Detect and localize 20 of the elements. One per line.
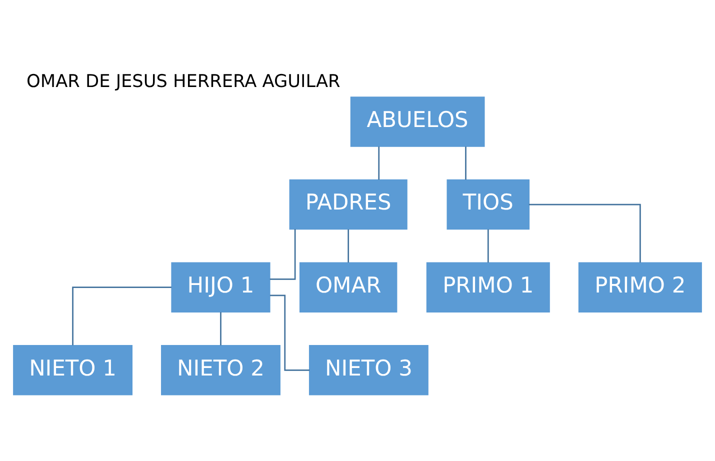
node-box: NIETO 2 xyxy=(161,344,280,395)
node-box: OMAR xyxy=(299,262,398,312)
connector xyxy=(348,228,350,262)
node-box: HIJO 1 xyxy=(171,262,270,312)
connector xyxy=(465,146,466,180)
connector xyxy=(528,203,641,262)
node-box: NIETO 1 xyxy=(13,344,132,395)
connector xyxy=(270,228,296,280)
diagram-title: OMAR DE JESUS HERRERA AGUILAR xyxy=(26,71,340,92)
node-box: TIOS xyxy=(446,178,530,230)
connector xyxy=(378,146,380,180)
connector xyxy=(270,294,310,370)
node-box: PADRES xyxy=(289,178,408,230)
connector xyxy=(487,228,489,262)
node-box: NIETO 3 xyxy=(308,344,428,395)
connector xyxy=(220,312,222,345)
node-box: ABUELOS xyxy=(350,96,485,146)
connector xyxy=(72,286,172,345)
node-box: PRIMO 2 xyxy=(578,262,702,312)
node-box: PRIMO 1 xyxy=(426,262,550,312)
